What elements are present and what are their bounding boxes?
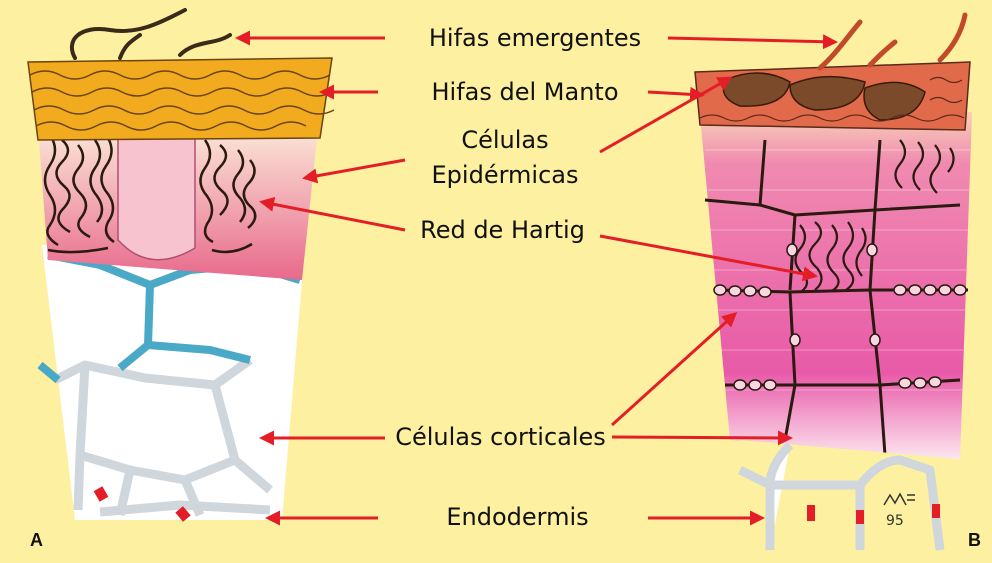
arrow-celulas-corticales-b1	[612, 314, 735, 425]
arrow-celulas-epidermicas-a	[305, 160, 405, 178]
epidermal-cell-center-a	[118, 130, 195, 260]
arrow-hifas-manto-b	[648, 92, 702, 95]
label-celulas-corticales: Células corticales	[388, 422, 613, 452]
label-celulas-epidermicas-line1: Células	[405, 125, 605, 155]
label-hifas-emergentes: Hifas emergentes	[405, 23, 665, 53]
casparian-band-b1	[807, 505, 815, 521]
label-endodermis: Endodermis	[390, 502, 645, 532]
panel-label-b: B	[968, 530, 981, 551]
panel-label-a: A	[30, 530, 43, 551]
casparian-band-b3	[932, 504, 940, 518]
label-hifas-manto: Hifas del Manto	[405, 77, 645, 107]
arrow-celulas-corticales-b2	[612, 437, 790, 438]
emergent-hyphae-b	[820, 15, 965, 68]
emergent-hyphae-a	[72, 10, 230, 58]
arrow-hifas-emergentes-b	[668, 38, 835, 42]
label-celulas-epidermicas-line2: Epidérmicas	[405, 160, 605, 190]
artist-signature: 95	[886, 513, 904, 529]
panel-a-illustration	[28, 10, 334, 522]
label-red-hartig: Red de Hartig	[405, 215, 600, 245]
panel-b-illustration: 95	[695, 15, 972, 550]
casparian-band-b2	[856, 510, 864, 524]
